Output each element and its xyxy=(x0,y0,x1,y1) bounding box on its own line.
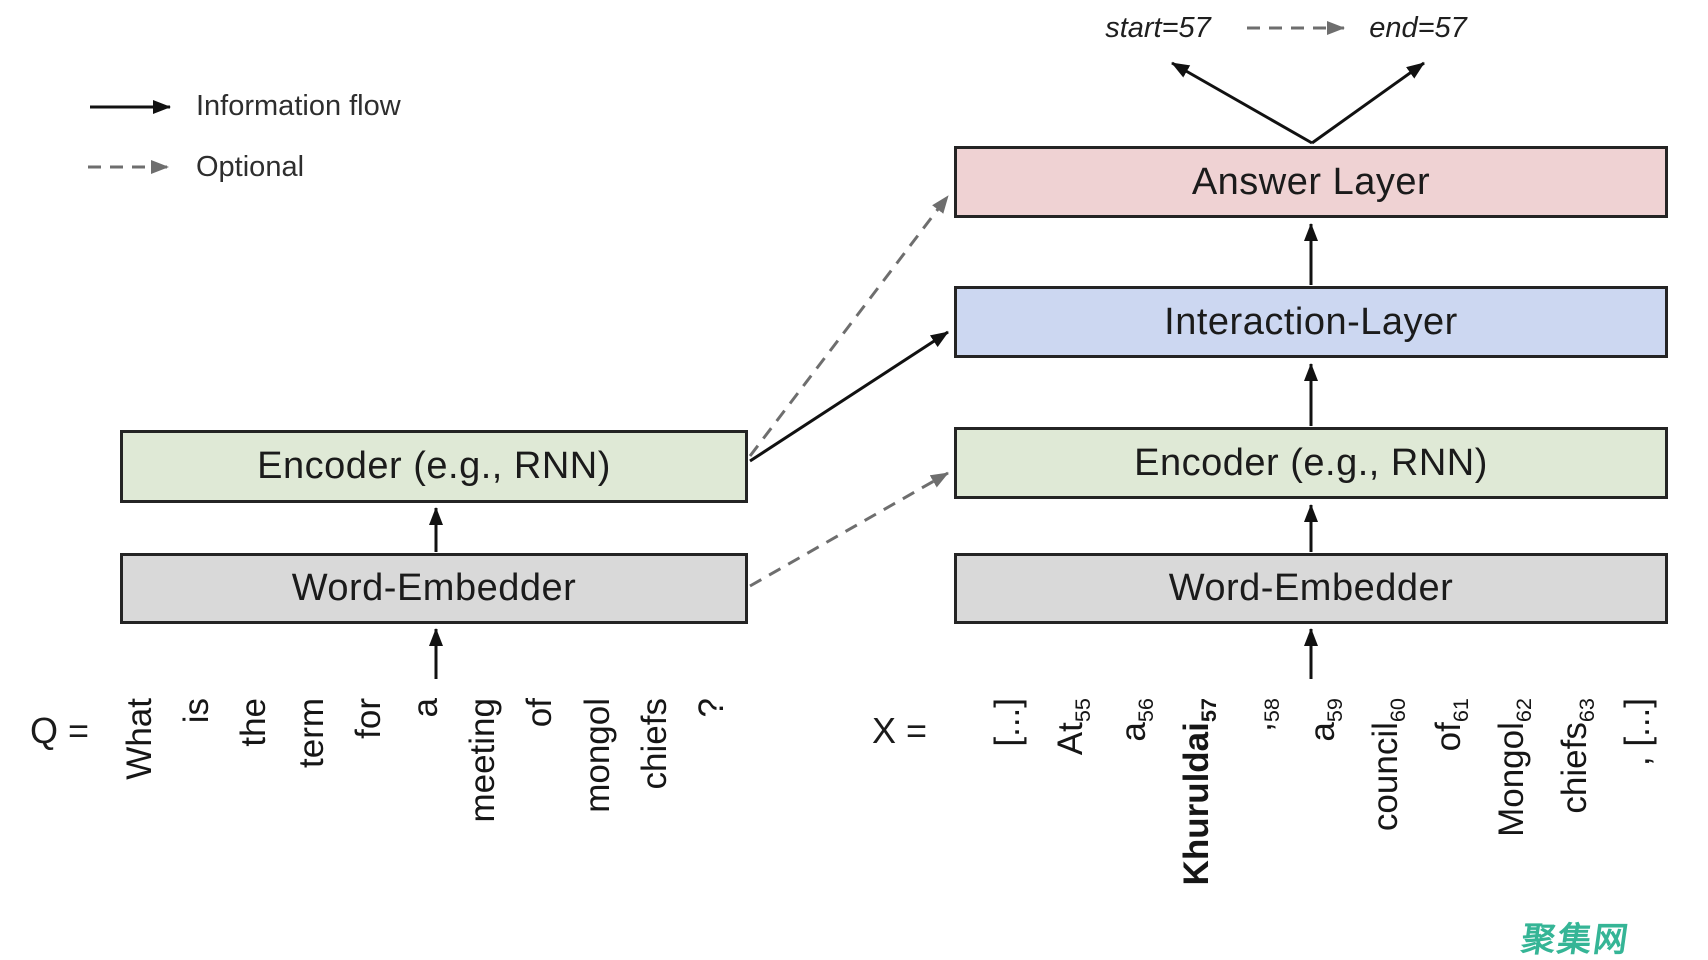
answer-to-end-arrow xyxy=(1311,61,1425,145)
start-index-label: start=57 xyxy=(1105,12,1211,44)
context-word-embedder-box: Word-Embedder xyxy=(954,553,1668,624)
question-prefix: Q = xyxy=(30,710,90,751)
question-encoder-box: Encoder (e.g., RNN) xyxy=(120,430,748,503)
interaction-layer-label: Interaction-Layer xyxy=(1164,300,1458,343)
context-prefix: X = xyxy=(872,710,928,751)
legend-information-flow-label: Information flow xyxy=(196,90,401,122)
watermark: 聚集网 xyxy=(1518,921,1633,959)
question-word-embedder-label: Word-Embedder xyxy=(291,567,577,609)
context-word-embedder-label: Word-Embedder xyxy=(1168,567,1454,609)
question-encoder-to-answer-dashed-arrow xyxy=(748,195,950,457)
answer-layer-label: Answer Layer xyxy=(1191,160,1431,203)
interaction-layer-box: Interaction-Layer xyxy=(954,286,1668,358)
context-encoder-label: Encoder (e.g., RNN) xyxy=(1134,441,1488,484)
question-embedder-to-context-encoder-dashed-arrow xyxy=(749,471,949,588)
question-word-embedder-box: Word-Embedder xyxy=(120,553,748,624)
question-encoder-to-interaction-arrow xyxy=(749,330,949,463)
question-encoder-label: Encoder (e.g., RNN) xyxy=(257,445,611,487)
legend-optional-label: Optional xyxy=(196,151,305,183)
end-index-label: end=57 xyxy=(1369,12,1467,44)
answer-to-start-arrow xyxy=(1171,61,1313,145)
answer-layer-box: Answer Layer xyxy=(954,146,1668,218)
context-encoder-box: Encoder (e.g., RNN) xyxy=(954,427,1668,499)
